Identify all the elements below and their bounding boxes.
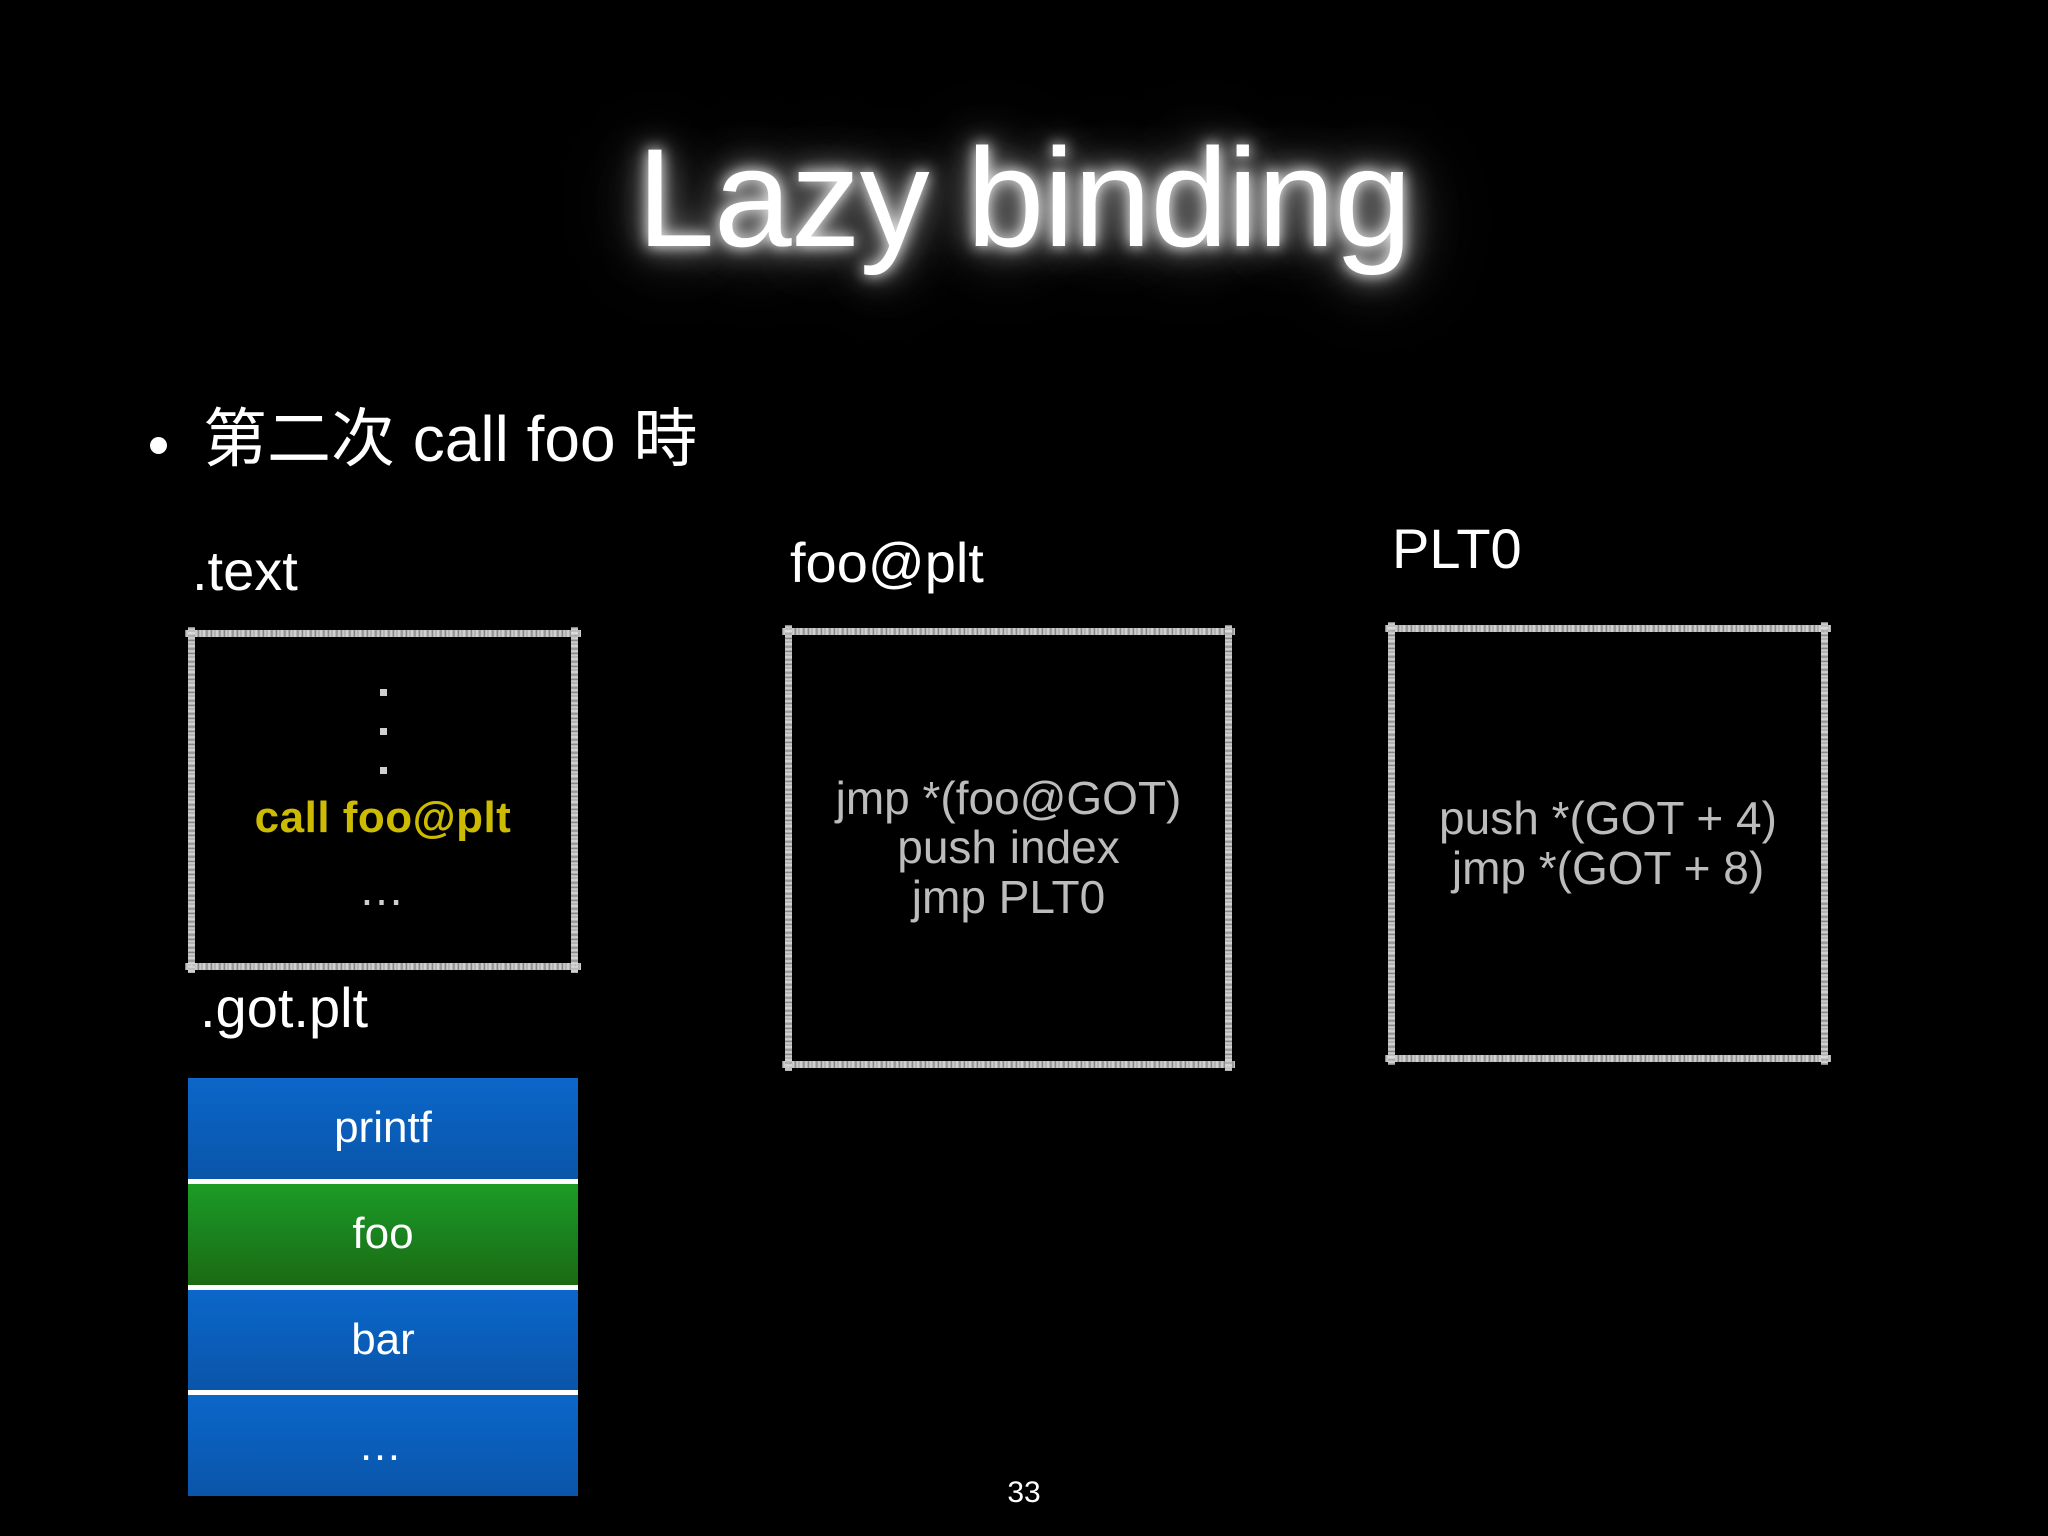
table-row: …	[188, 1390, 578, 1496]
code-line: push *(GOT + 4)	[1439, 792, 1777, 845]
vertical-dots-icon	[379, 688, 387, 774]
box-border-bottom	[782, 1061, 1235, 1068]
got-plt-table: printf foo bar …	[188, 1078, 578, 1496]
plt0-content: push *(GOT + 4) jmp *(GOT + 8)	[1388, 625, 1828, 1062]
box-border-left	[1388, 622, 1395, 1065]
box-border-left	[188, 627, 195, 973]
box-border-top	[782, 628, 1235, 635]
section-caption-foo-plt: foo@plt	[790, 531, 984, 594]
box-border-right	[1821, 622, 1828, 1065]
page-title: Lazy binding	[636, 119, 1412, 276]
code-line: jmp *(GOT + 8)	[1451, 841, 1765, 894]
got-entry-label: foo	[352, 1209, 414, 1259]
bullet-dot-icon	[150, 437, 167, 455]
box-border-right	[1225, 625, 1232, 1071]
call-foo-plt-instruction: call foo@plt	[254, 792, 512, 842]
box-border-bottom	[1385, 1055, 1831, 1062]
code-line: jmp PLT0	[911, 870, 1106, 923]
page-number: 33	[1007, 1476, 1041, 1509]
box-border-top	[185, 630, 581, 637]
got-entry-label: printf	[334, 1103, 432, 1153]
code-line: push index	[897, 821, 1120, 874]
box-border-left	[785, 625, 792, 1071]
bullet-item-label: 第二次 call foo 時	[203, 403, 698, 475]
got-entry-label: …	[358, 1420, 408, 1470]
box-border-right	[571, 627, 578, 973]
text-section-box: call foo@plt …	[185, 627, 581, 973]
section-caption-plt0: PLT0	[1392, 517, 1522, 580]
box-border-top	[1385, 625, 1831, 632]
table-row: printf	[188, 1078, 578, 1179]
foo-plt-box: jmp *(foo@GOT) push index jmp PLT0	[782, 625, 1235, 1071]
text-section-ellipsis: …	[358, 862, 408, 915]
section-caption-text: .text	[192, 539, 298, 602]
box-border-bottom	[185, 963, 581, 970]
code-line: jmp *(foo@GOT)	[835, 771, 1182, 824]
table-row: bar	[188, 1284, 578, 1391]
bullet-item: 第二次 call foo 時	[150, 403, 698, 476]
got-entry-label: bar	[351, 1314, 415, 1364]
foo-plt-content: jmp *(foo@GOT) push index jmp PLT0	[785, 628, 1232, 1068]
section-caption-got-plt: .got.plt	[200, 976, 369, 1039]
plt0-box: push *(GOT + 4) jmp *(GOT + 8)	[1385, 622, 1831, 1065]
text-section-content: call foo@plt …	[188, 630, 578, 970]
table-row: foo	[188, 1178, 578, 1285]
